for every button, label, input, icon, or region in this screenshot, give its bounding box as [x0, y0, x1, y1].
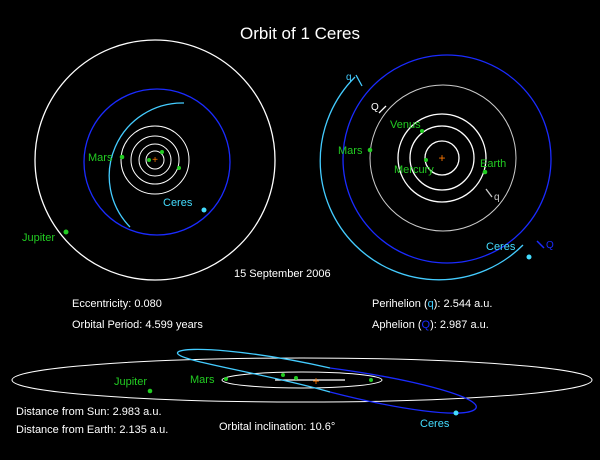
perihelion-prefix: Perihelion ( — [372, 298, 428, 310]
date-label: 15 September 2006 — [234, 268, 331, 280]
q-label-inner: q — [494, 192, 500, 203]
ceres-label-right: Ceres — [486, 241, 516, 253]
orbital-period-label: Orbital Period: 4.599 years — [72, 319, 203, 331]
earth-dot-side — [369, 378, 373, 382]
perihelion-symbol: q — [427, 298, 434, 310]
venus-orbit-left — [138, 143, 172, 177]
earth-orbit-right — [397, 113, 487, 203]
bottom-panel: + Jupiter Mars Ceres — [11, 348, 593, 430]
sun-marker-right: + — [438, 151, 445, 165]
aphelion-symbol: Q — [421, 319, 431, 331]
sun-marker-left: + — [152, 155, 158, 166]
mars-label-left: Mars — [88, 152, 113, 164]
ceres-dot-left — [201, 207, 207, 213]
eccentricity-label: Eccentricity: 0.080 — [72, 298, 162, 310]
distance-from-sun-label: Distance from Sun: 2.983 a.u. — [16, 406, 162, 418]
jupiter-orbit-left — [34, 39, 276, 281]
Q-label-outer: Q — [546, 240, 554, 251]
mercury-label-right: Mercury — [394, 164, 434, 176]
perihelion-suffix: ): 2.544 a.u. — [433, 298, 493, 310]
mars-orbit-side — [221, 371, 383, 389]
ceres-dot-right — [526, 254, 532, 260]
mercury-dot-side — [281, 373, 285, 377]
venus-dot-right — [420, 129, 424, 133]
mars-label-right: Mars — [338, 145, 363, 157]
ceres-label-left: Ceres — [163, 197, 193, 209]
mars-orbit-left — [120, 125, 190, 195]
jupiter-label-left: Jupiter — [22, 232, 55, 244]
mars-dot-right — [367, 147, 373, 153]
aphelion-prefix: Aphelion ( — [372, 319, 422, 331]
jupiter-dot-left — [63, 229, 69, 235]
mars-dot-left — [119, 154, 125, 160]
orbital-inclination-label: Orbital inclination: 10.6° — [219, 421, 336, 433]
ceres-orbit-right-near — [319, 76, 524, 281]
mercury-dot-right — [424, 158, 428, 162]
earth-dot-right — [482, 169, 488, 175]
distance-from-earth-label: Distance from Earth: 2.135 a.u. — [16, 424, 169, 436]
ceres-orbit-left-near — [108, 102, 185, 228]
venus-dot-left — [160, 150, 164, 154]
mercury-dot-left — [147, 158, 151, 162]
ceres-orbit-side-far — [329, 367, 477, 414]
venus-label-right: Venus — [390, 119, 421, 131]
aphelion-tick-inner — [378, 105, 387, 114]
mars-orbit-right — [369, 84, 517, 232]
ceres-orbit-right-far — [342, 54, 552, 264]
perihelion-tick-outer — [355, 74, 363, 87]
earth-orbit-left — [130, 135, 180, 185]
perihelion-label: Perihelion (q): 2.544 a.u. — [372, 298, 492, 310]
venus-dot-side — [294, 376, 298, 380]
mercury-orbit-right — [424, 140, 460, 176]
jupiter-dot-side — [147, 388, 153, 394]
aphelion-suffix: ): 2.987 a.u. — [430, 319, 489, 331]
q-label-outer: q — [346, 72, 352, 83]
right-panel: + q Q q Q Mars Venus Mercury Earth Ceres — [319, 54, 554, 281]
perihelion-tick-inner — [485, 188, 493, 198]
sun-marker-side: + — [312, 374, 319, 388]
left-panel: + Mars Jupiter Ceres — [22, 39, 276, 281]
aphelion-label: Aphelion (Q): 2.987 a.u. — [372, 319, 489, 331]
ceres-dot-side — [453, 410, 459, 416]
jupiter-label-side: Jupiter — [114, 376, 147, 388]
ceres-orbit-side-near — [177, 348, 331, 393]
earth-dot-left — [177, 166, 181, 170]
mercury-orbit-left — [145, 150, 165, 170]
aphelion-tick-outer — [536, 240, 545, 249]
venus-orbit-right — [409, 125, 475, 191]
jupiter-orbit-side — [11, 357, 593, 403]
ceres-label-side: Ceres — [420, 418, 450, 430]
Q-label-inner: Q — [371, 102, 379, 113]
page-title: Orbit of 1 Ceres — [240, 24, 360, 43]
earth-label-right: Earth — [480, 158, 506, 170]
ceres-orbit-left-far — [83, 88, 231, 236]
mars-label-side: Mars — [190, 374, 215, 386]
mars-dot-side — [224, 377, 228, 381]
